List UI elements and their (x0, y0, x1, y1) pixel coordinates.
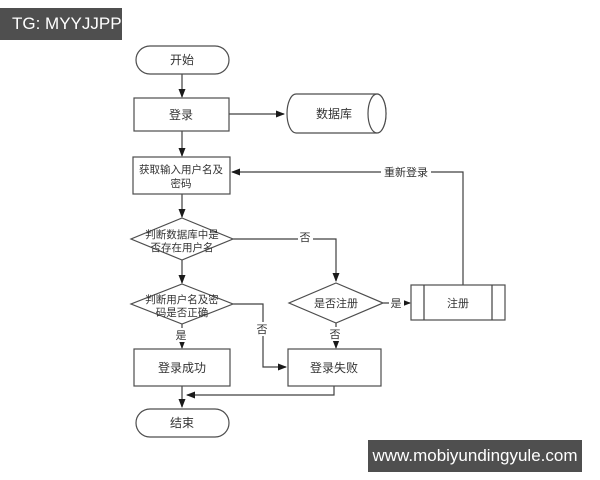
check-pwd-diamond (129, 283, 235, 325)
success-label: 登录成功 (158, 360, 206, 375)
login-node (133, 97, 230, 132)
check-pwd-label-line1: 判断用户名及密 (145, 293, 219, 306)
register-label: 注册 (447, 296, 469, 310)
edge-label-bg (174, 328, 189, 342)
register-check-diamond (287, 282, 385, 324)
get-input-node (132, 156, 231, 195)
edge-label-bg (255, 322, 270, 336)
failure-node (287, 348, 382, 387)
check-db-diamond (129, 217, 235, 261)
edge-label-checkdb-no: 否 (300, 232, 311, 244)
watermark-top-banner: TG: MYYJJPP (0, 8, 122, 40)
database-label: 数据库 (316, 106, 352, 121)
database-cylinder-cap (367, 93, 387, 134)
edge-label-checkpwd-no: 否 (257, 324, 268, 336)
check-pwd-label-line2: 码是否正确 (156, 306, 209, 319)
start-label: 开始 (170, 53, 194, 67)
edge-checkdb-no-to-registercheck (233, 238, 340, 282)
edge-label-registercheck-yes: 是 (391, 297, 402, 310)
register-check-label: 是否注册 (314, 296, 358, 310)
login-label: 登录 (169, 107, 193, 122)
edge-failure-join (186, 386, 335, 399)
start-node (135, 45, 230, 75)
edge-label-registercheck-no: 否 (330, 329, 341, 341)
edge-label-bg (389, 296, 404, 310)
get-input-label-line1: 获取输入用户名及 (139, 163, 223, 176)
edge-label-bg (381, 165, 431, 179)
watermark-bottom-banner: www.mobiyundingyule.com (368, 440, 582, 472)
watermark-bottom-text: www.mobiyundingyule.com (372, 446, 578, 465)
end-label: 结束 (170, 416, 194, 430)
register-node (410, 284, 506, 321)
check-db-label-line2: 否存在用户名 (151, 241, 214, 254)
edge-label-relogin: 重新登录 (384, 165, 428, 179)
end-node (135, 408, 230, 438)
edge-register-relogin-to-getinput (231, 168, 464, 285)
edge-label-checkpwd-yes: 是 (176, 329, 187, 342)
check-db-label-line1: 判断数据库中是 (145, 228, 219, 241)
watermark-top-text: TG: MYYJJPP (12, 14, 122, 33)
edge-label-bg (328, 327, 343, 341)
edge-label-bg (298, 230, 313, 244)
failure-label: 登录失败 (310, 360, 358, 375)
get-input-label-line2: 密码 (171, 177, 192, 190)
success-node (133, 348, 231, 387)
